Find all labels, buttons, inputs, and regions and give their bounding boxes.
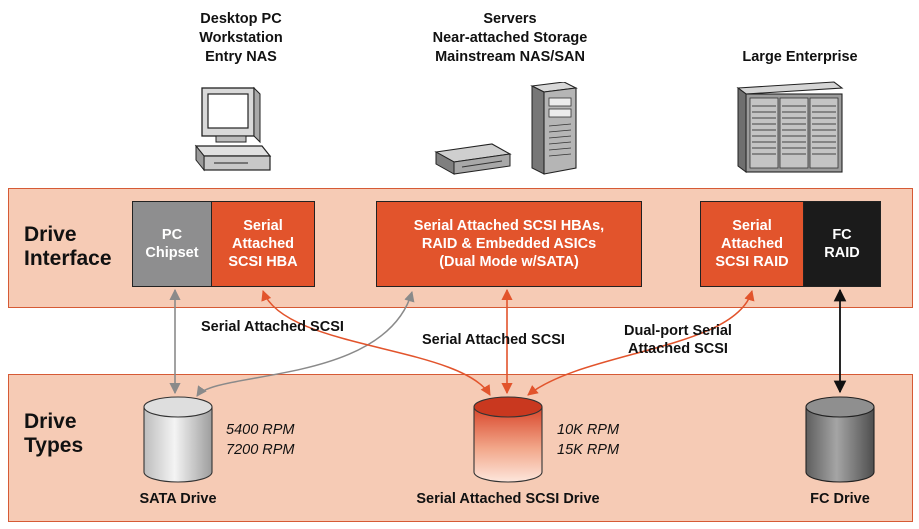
sata-rpm: 5400 RPM 7200 RPM — [226, 422, 295, 458]
enterprise-column-title: Large Enterprise — [742, 49, 858, 65]
sas-rpm: 10K RPM 15K RPM — [557, 422, 620, 458]
sas-drive-name: Serial Attached SCSI Drive — [416, 491, 600, 507]
fc-drive-icon — [805, 396, 875, 483]
sata-drive-icon — [143, 396, 213, 483]
desktop-pc-icon — [194, 86, 272, 172]
left-connection-label: Serial Attached SCSI — [201, 319, 344, 335]
right-connection-label: Dual-port Serial Attached SCSI — [624, 323, 732, 357]
sata-drive-name: SATA Drive — [139, 491, 217, 507]
drive-types-label: Drive Types — [24, 410, 84, 457]
enterprise-storage-rack-icon — [736, 81, 844, 173]
sas-hbas-raid-box: Serial Attached SCSI HBAs,RAID & Embedde… — [376, 201, 642, 287]
sashba-sasdrive-arrow — [261, 290, 491, 396]
center-connection-label: Serial Attached SCSI — [422, 332, 565, 348]
fc-drive-name: FC Drive — [810, 491, 870, 507]
servers-column-title: Servers Near-attached Storage Mainstream… — [432, 11, 588, 65]
sas-drive-icon — [473, 396, 543, 483]
desktop-column-title: Desktop PC Workstation Entry NAS — [199, 11, 283, 65]
sasraid-sasdrive-arrow — [527, 289, 755, 396]
drive-interface-label: Drive Interface — [24, 223, 112, 270]
server-icon — [434, 82, 578, 175]
